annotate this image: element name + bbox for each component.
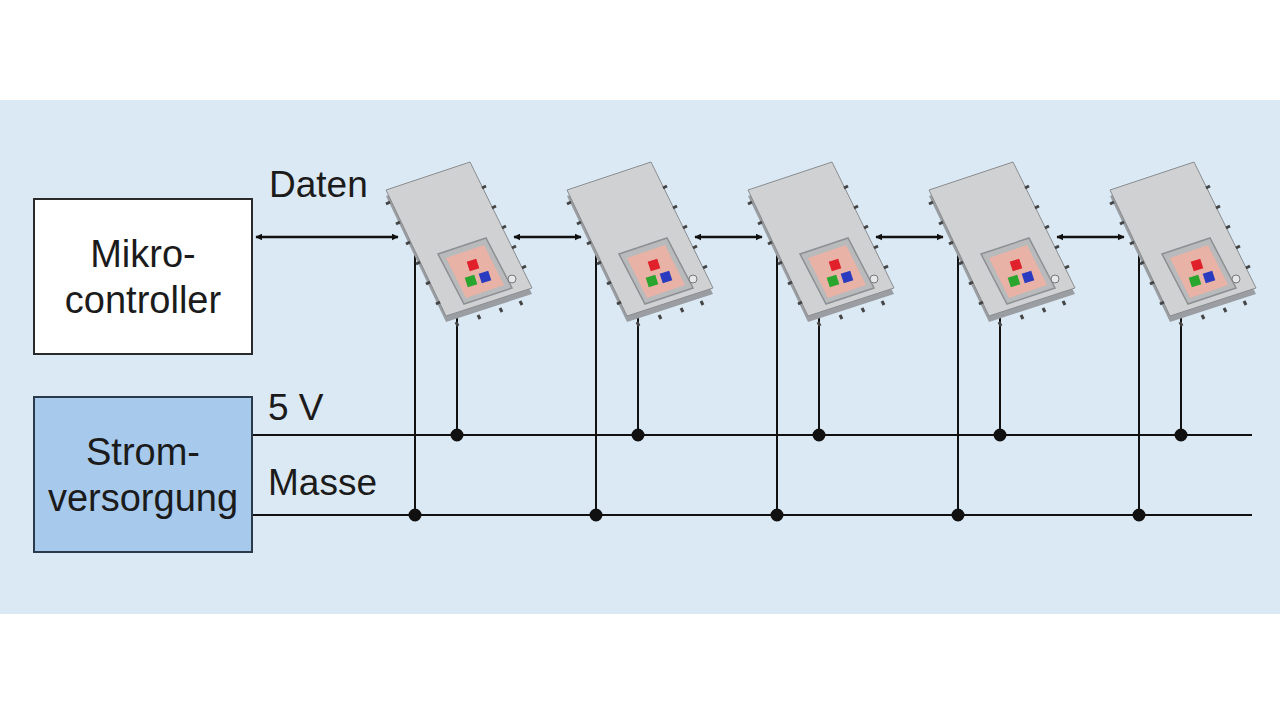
rgb-led-chip [748,162,894,326]
junction-dot [814,430,825,441]
junction-dot [1176,430,1187,441]
rgb-led-chip [567,162,713,326]
data-arrow [695,236,762,239]
node-text: Mikro- controller [43,231,243,323]
junction-dot [953,510,964,521]
power-supply-box: Strom- versorgung [33,396,253,553]
junction-dot [452,430,463,441]
signal-label: Masse [268,462,377,504]
signal-label: Daten [269,164,368,206]
junction-dot [410,510,421,521]
junction-dot [995,430,1006,441]
rgb-led-chip [386,162,532,326]
text-wrap: Mikro- controller [43,231,243,323]
junction-dot [633,430,644,441]
signal-label: 5 V [268,387,324,429]
junction-dot [591,510,602,521]
data-arrow [876,236,943,239]
controller-box: Mikro- controller [33,198,253,355]
text-wrap: Strom- versorgung [43,429,243,521]
data-arrow [1057,236,1124,239]
data-arrow [514,236,581,239]
rgb-led-chip [929,162,1075,326]
junction-dot [772,510,783,521]
node-text: Strom- versorgung [43,429,243,521]
junction-dot [1134,510,1145,521]
rgb-led-chip [1110,162,1256,326]
